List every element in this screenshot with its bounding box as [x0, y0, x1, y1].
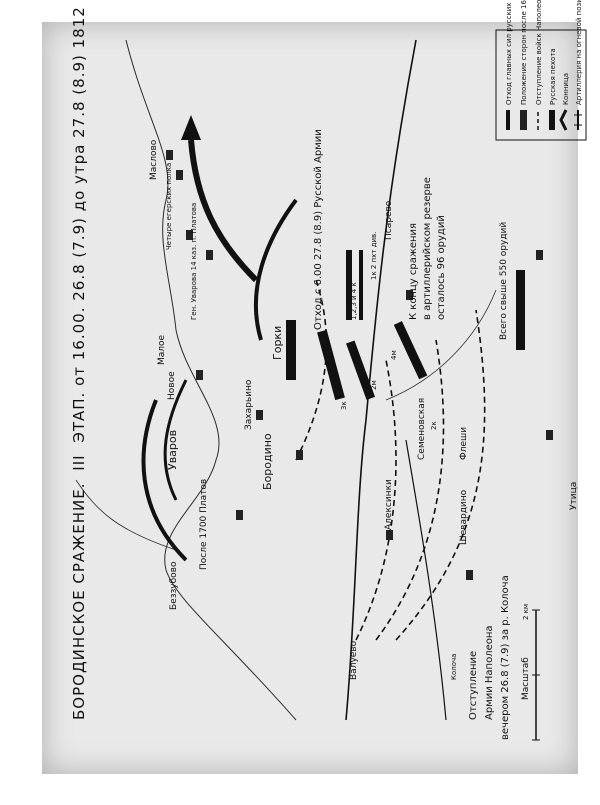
stonets-stream: [385, 289, 497, 401]
russian-line-4: [393, 321, 428, 380]
place-psarevo: Псарево: [384, 200, 394, 240]
label-platov-troops: Ген. Уварова 14 каз. п. Платова: [190, 203, 198, 320]
label-end-battle-2: в артиллерийском резерве: [422, 177, 433, 320]
label-unit-2k: 2к: [430, 421, 438, 430]
label-unit-4m: 4м: [390, 350, 398, 360]
label-otkhod: Отход с 6.00 27.8 (8.9) Русской Армии: [313, 129, 324, 330]
place-aleksinki: Алексинки: [384, 479, 394, 530]
artillery-reserve-bar-2: [359, 250, 363, 320]
uvarov-arc: [163, 379, 188, 501]
place-flechi: Флеши: [459, 427, 469, 460]
artillery-reserve-bar: [346, 250, 352, 320]
legend-item-4: Русская пехота: [549, 48, 557, 105]
label-retreat-1: Отступление: [468, 651, 479, 720]
place-maloe: Малое: [157, 334, 167, 365]
russian-line-2: [317, 329, 345, 401]
label-retreat-2: Армии Наполеона: [484, 625, 495, 720]
label-end-battle-1: К концу сражения: [408, 223, 419, 320]
place-kolocha: Колоча: [450, 654, 458, 680]
scale-title: Масштаб: [521, 657, 531, 700]
place-novoe: Новое: [167, 371, 177, 400]
voyna-stream: [75, 479, 177, 551]
label-unit-3k: 3к: [340, 401, 348, 410]
legend-item-5: Конница: [562, 73, 570, 105]
russian-retreat-arrow-2: [253, 198, 298, 341]
label-vsego-orudiy: Всего свыше 550 орудий: [499, 222, 509, 340]
unit-markers: [166, 150, 553, 580]
french-retreat-dashed-1: [295, 279, 328, 461]
label-unit-2m: 2м: [370, 380, 378, 390]
label-retreat-3: вечером 26.8 (7.9) за р. Колоча: [500, 575, 511, 740]
legend-item-3: Отступление войск Наполеона: [535, 0, 543, 105]
place-semenovskaya: Семеновская: [417, 398, 427, 460]
legend-item-1: Отход главных сил русских: [505, 3, 513, 105]
place-valuevo: Валуево: [349, 640, 359, 680]
old-smolensk-road: [405, 439, 447, 721]
scale-bar: Масштаб 2 км: [521, 604, 540, 741]
label-dva-div: 1к 2 пхт див.: [370, 232, 378, 280]
russian-line-3: [346, 340, 376, 400]
new-smolensk-road: [345, 39, 417, 721]
map-rotated-group: БОРОДИНСКОЕ СРАЖЕНИЕ. III ЭТАП. от 16.00…: [70, 0, 587, 741]
place-maslovo: Маслово: [149, 139, 159, 180]
place-gorki: Горки: [271, 326, 284, 360]
legend-item-2: Положение сторон после 16.00 26.8 (7.9): [520, 0, 528, 105]
label-uvarov: Уваров: [166, 430, 179, 470]
french-retreat-dashed-4: [395, 309, 486, 641]
place-utitsa: Утица: [569, 482, 579, 510]
russian-retreat-arrow: [188, 139, 259, 283]
platov-arc: [141, 399, 188, 562]
french-retreat-dashed-2: [355, 359, 397, 641]
place-borodino: Бородино: [261, 433, 274, 490]
scale-km: 2 км: [522, 604, 530, 620]
russian-line-5: [516, 270, 525, 350]
label-posle-platov: После 1700 Платов: [199, 479, 209, 570]
russian-retreat-arrowhead: [181, 115, 201, 140]
legend-item-6: Артиллерия на огневой позиции: [575, 0, 583, 105]
russian-line-1: [286, 320, 296, 380]
place-shevardino: Шевардино: [459, 489, 469, 545]
place-bezzubovo: Беззубово: [169, 561, 179, 610]
legend: Отход главных сил русских Положение стор…: [495, 0, 587, 141]
place-zakharyino: Захарьино: [244, 379, 254, 430]
label-four-regiments: Четыре егерских полка: [165, 163, 173, 250]
map-title: БОРОДИНСКОЕ СРАЖЕНИЕ. III ЭТАП. от 16.00…: [70, 0, 88, 720]
label-end-battle-3: осталось 96 орудий: [436, 215, 447, 320]
scanned-sheet: [42, 22, 578, 774]
label-art-num: 1,2,3 и 4 к: [350, 282, 358, 320]
kolocha-river: [125, 39, 297, 721]
